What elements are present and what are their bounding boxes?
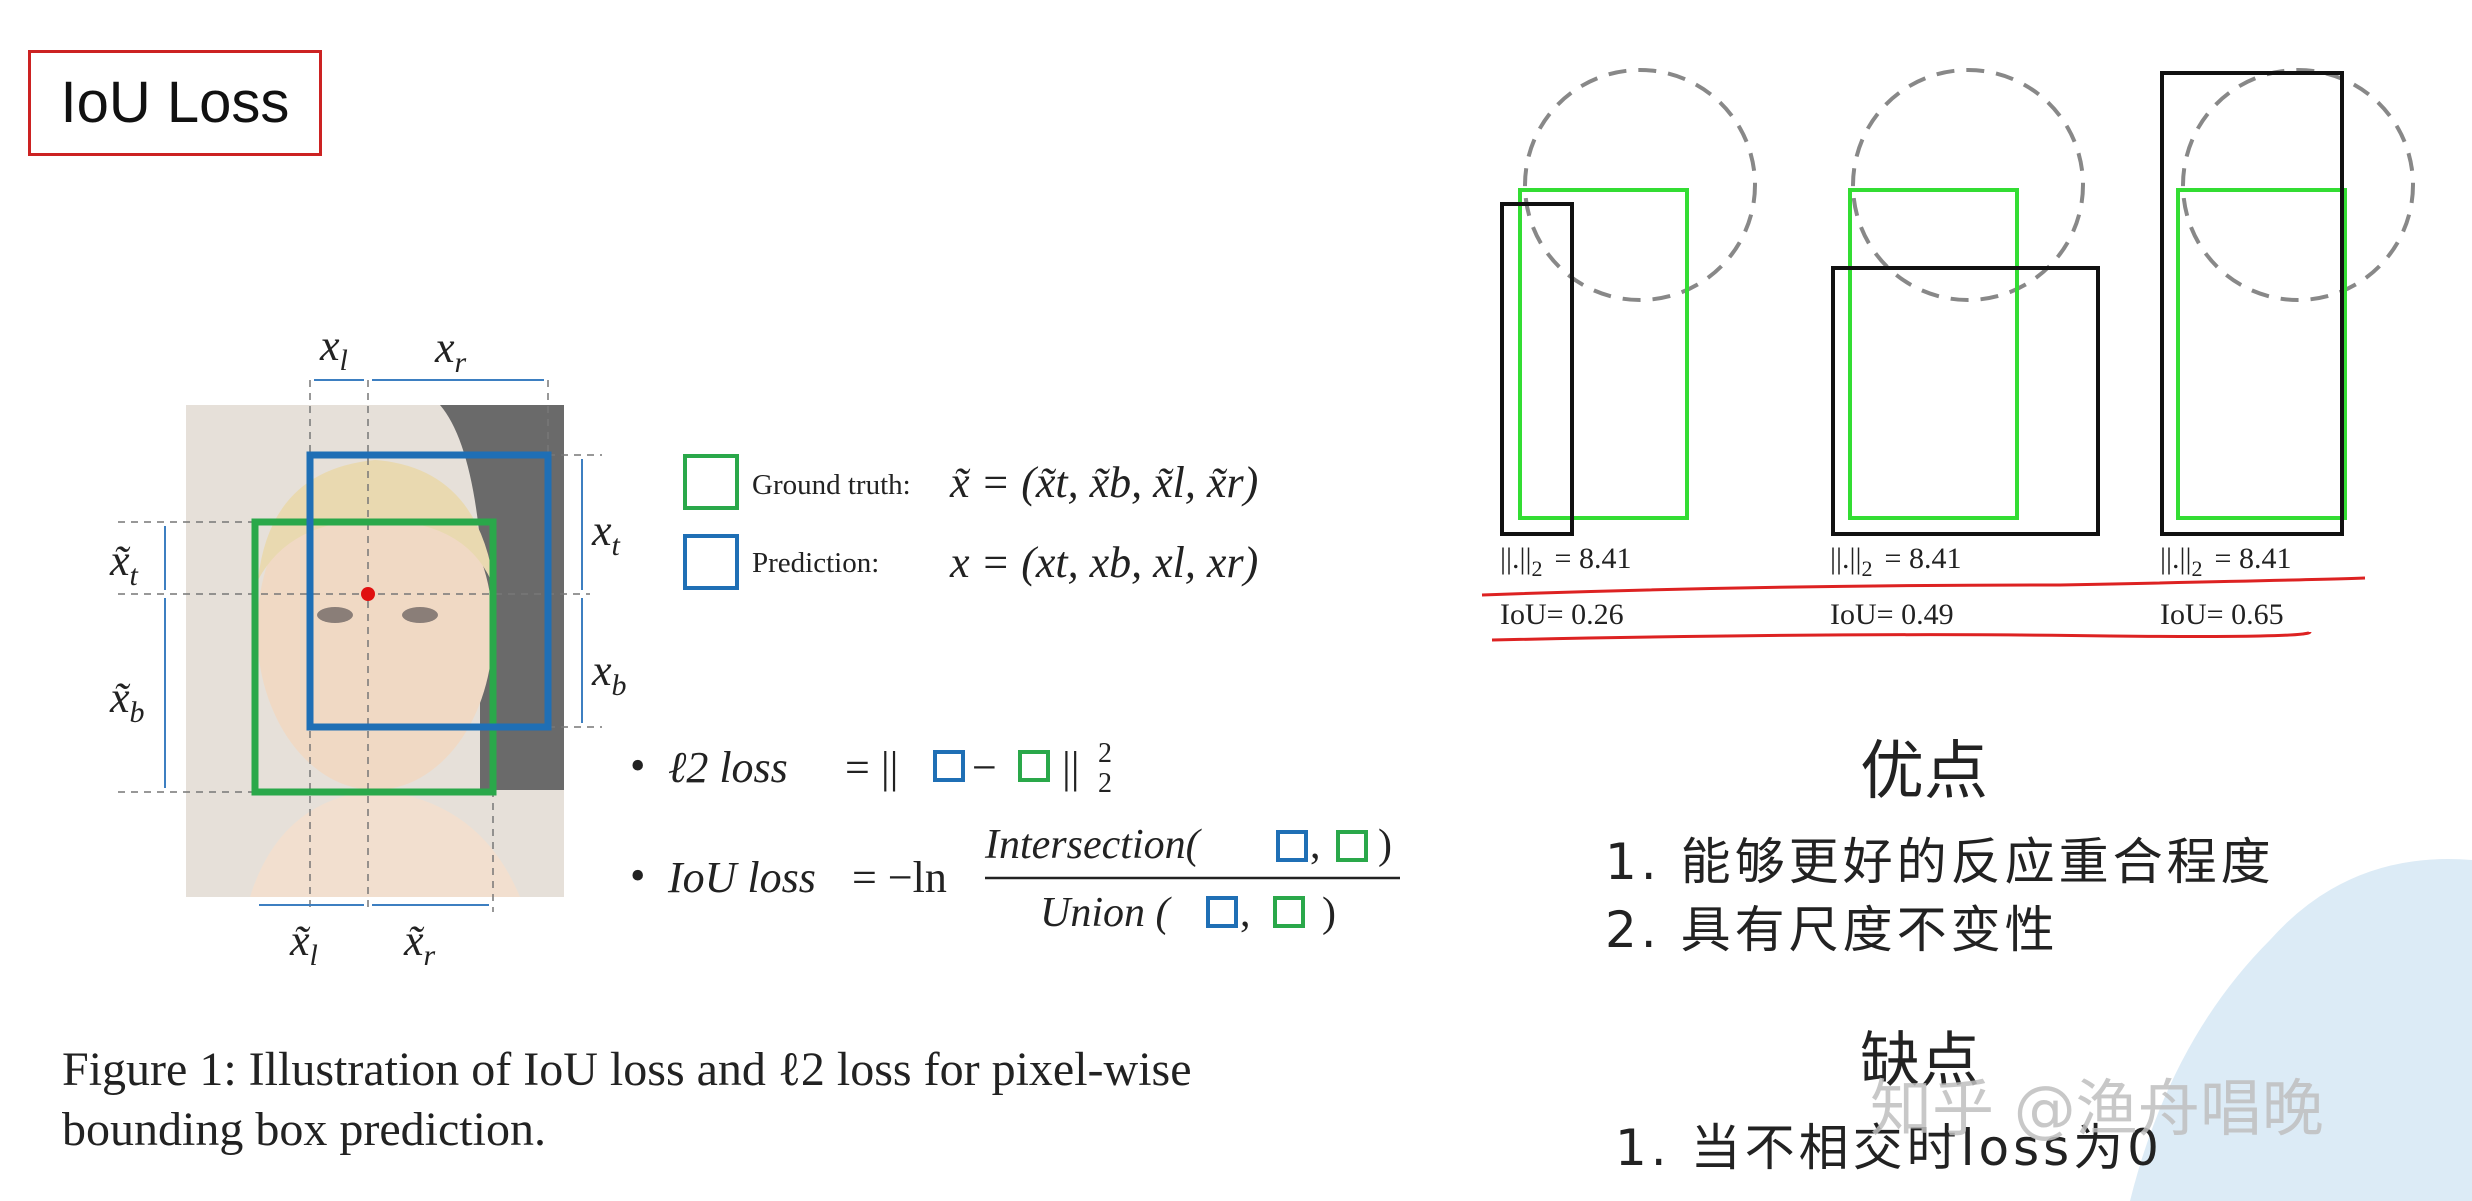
underline-1 — [1481, 576, 2366, 597]
prediction-box — [306, 451, 552, 731]
eye-left — [317, 607, 353, 623]
face — [257, 470, 493, 790]
label-xb: xb — [591, 646, 627, 702]
cons-item-1: 1. 当不相交时loss为0 — [1615, 1119, 2163, 1177]
intersection-gt-swatch — [1336, 830, 1368, 862]
l2-pred-swatch — [933, 750, 965, 782]
panel-3-dashed-circle — [2181, 68, 2415, 302]
ground-truth-label: Ground truth: — [752, 469, 911, 501]
watermark: 知乎 @渔舟唱晚 — [1870, 1072, 2324, 1145]
panel-1-dashed-circle — [1523, 68, 1757, 302]
cons-title: 缺点 — [1860, 1026, 1980, 1096]
hair — [258, 460, 495, 590]
iou-comparison-figure: ||.||2= 8.41 ||.||2= 8.41 ||.||2= 8.41 I… — [1481, 68, 2415, 642]
neck — [250, 790, 520, 897]
panel-2-dashed-circle — [1851, 68, 2085, 302]
svg-text:2: 2 — [1098, 768, 1112, 799]
prediction-formula: x = (xt, xb, xl, xr) — [949, 538, 1258, 587]
title-box — [28, 50, 322, 156]
union-gt-swatch — [1273, 896, 1305, 928]
page-title: IoU Loss — [60, 70, 290, 135]
label-xr-tilde: x̃r — [403, 916, 436, 972]
prediction-label: Prediction: — [752, 547, 879, 579]
svg-text:Union (: Union ( — [1040, 890, 1173, 936]
label-xt: xt — [591, 506, 621, 562]
svg-text:= −ln: = −ln — [852, 853, 947, 902]
pros-title: 优点 — [1860, 735, 1988, 809]
dimension-arrows — [164, 379, 583, 906]
svg-text:•: • — [630, 851, 645, 900]
label-xt-tilde: x̃t — [109, 536, 139, 592]
panel-1-iou: IoU= 0.26 — [1500, 598, 1624, 631]
label-xl-tilde: x̃l — [289, 916, 318, 972]
svg-text:): ) — [1322, 890, 1336, 936]
pros-item-2: 2. 具有尺度不变性 — [1605, 901, 2059, 959]
union-pred-swatch — [1206, 896, 1238, 928]
svg-text:): ) — [1378, 822, 1392, 868]
center-point — [361, 587, 375, 601]
caption-line-2: bounding box prediction. — [62, 1103, 546, 1156]
eye-right — [402, 607, 438, 623]
svg-text:•: • — [630, 741, 645, 790]
svg-text:,: , — [1240, 890, 1251, 936]
svg-text:−: − — [972, 743, 997, 792]
panel-2-iou: IoU= 0.49 — [1830, 598, 1954, 631]
label-xl: xl — [319, 321, 348, 377]
figure-caption: Figure 1: Illustration of IoU loss and ℓ… — [62, 1040, 1482, 1160]
panel-3-black-box — [2160, 71, 2344, 536]
svg-text:IoU loss: IoU loss — [667, 853, 816, 902]
ground-truth-formula: x̃ = (x̃t, x̃b, x̃l, x̃r) — [949, 458, 1258, 507]
svg-text:ℓ2 loss: ℓ2 loss — [668, 743, 788, 792]
panel-3-iou: IoU= 0.65 — [2160, 598, 2284, 631]
photo-background — [440, 405, 564, 790]
panel-1-black-box — [1500, 202, 1574, 536]
ground-truth-swatch — [683, 454, 739, 510]
label-xr: xr — [434, 323, 467, 379]
underline-2 — [1491, 630, 2312, 642]
decorative-blob — [2130, 859, 2472, 1201]
l2-gt-swatch — [1018, 750, 1050, 782]
svg-text:Intersection(: Intersection( — [984, 822, 1203, 868]
svg-text:,: , — [1310, 822, 1321, 868]
l2-loss-formula: • ℓ2 loss = || − || 2 2 — [630, 738, 1112, 799]
panel-2-norm: ||.||2= 8.41 — [1830, 542, 1961, 581]
iou-loss-formula: • IoU loss = −ln Intersection( , ) Union… — [630, 822, 1400, 936]
svg-text:= ||: = || — [845, 743, 898, 792]
panel-1-green-box — [1518, 188, 1689, 520]
intersection-pred-swatch — [1276, 830, 1308, 862]
bbox-illustration: xl xr xt xb x̃t x̃b x̃l x̃r Ground truth… — [109, 321, 1400, 972]
prediction-swatch — [683, 534, 739, 590]
svg-text:||: || — [1062, 743, 1080, 792]
caption-line-1: Figure 1: Illustration of IoU loss and ℓ… — [62, 1043, 1192, 1096]
panel-3-green-box — [2176, 188, 2347, 520]
svg-text:2: 2 — [1098, 738, 1112, 769]
label-xb-tilde: x̃b — [109, 673, 145, 729]
panel-2-green-box — [1848, 188, 2019, 520]
panel-2-black-box — [1831, 266, 2100, 536]
panel-3-norm: ||.||2= 8.41 — [2160, 542, 2291, 581]
ground-truth-box — [251, 518, 497, 796]
panel-1-norm: ||.||2= 8.41 — [1500, 542, 1631, 581]
pros-item-1: 1. 能够更好的反应重合程度 — [1605, 833, 2275, 891]
